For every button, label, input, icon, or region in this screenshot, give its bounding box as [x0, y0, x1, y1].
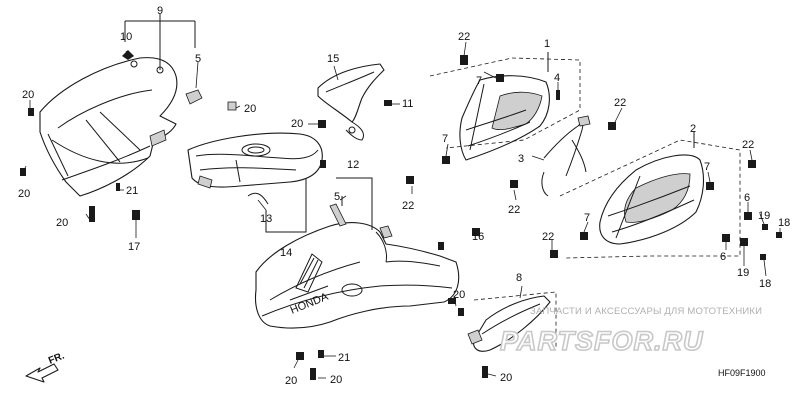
- callout-17: 17: [128, 241, 140, 253]
- callout-8: 8: [516, 272, 522, 284]
- watermark-logo: PARTSFOR.RU: [500, 326, 704, 356]
- callout-22f: 22: [542, 231, 554, 243]
- diagram-code: HF09F1900: [718, 368, 766, 378]
- callout-4: 4: [554, 72, 560, 84]
- small-lower-cover-part: [467, 295, 551, 378]
- lower-right-cover-part: [550, 154, 782, 260]
- callout-5b: 5: [334, 191, 340, 203]
- callout-19b: 19: [737, 267, 749, 279]
- front-fender-part: [20, 50, 203, 222]
- callout-3: 3: [518, 153, 524, 165]
- callout-20h: 20: [330, 374, 342, 386]
- callout-22c: 22: [402, 200, 414, 212]
- callout-1: 1: [544, 38, 550, 50]
- callout-22e: 22: [742, 139, 754, 151]
- direction-label: FR.: [47, 350, 66, 366]
- leader-lines: [23, 41, 781, 379]
- callout-20i: 20: [500, 372, 512, 384]
- callout-10: 10: [120, 31, 132, 43]
- side-cover-part: HONDA: [254, 203, 480, 380]
- callout-11: 11: [402, 98, 413, 110]
- callout-7a: 7: [476, 75, 482, 87]
- bracket-cover-part: [317, 63, 392, 141]
- callout-20b: 20: [18, 188, 30, 200]
- callout-20e: 20: [291, 118, 303, 130]
- callout-13: 13: [260, 213, 272, 225]
- callout-6a: 6: [744, 192, 750, 204]
- callout-20c: 20: [56, 217, 68, 229]
- callout-20g: 20: [285, 375, 297, 387]
- upper-right-cover-part: [406, 55, 560, 184]
- stay-bracket-part: [510, 115, 616, 197]
- callout-2: 2: [690, 123, 696, 135]
- callout-18b: 18: [759, 278, 771, 290]
- callout-21a: 21: [126, 185, 138, 197]
- front-direction-arrow-icon: FR.: [25, 350, 66, 383]
- callout-21b: 21: [338, 352, 350, 364]
- callout-20d: 20: [244, 103, 256, 115]
- tank-cover-part: [187, 101, 326, 205]
- callout-14: 14: [280, 247, 292, 259]
- callout-5a: 5: [195, 53, 201, 65]
- callout-22a: 22: [458, 31, 470, 43]
- callout-22d: 22: [508, 204, 520, 216]
- callout-7d: 7: [584, 212, 590, 224]
- callout-9: 9: [157, 5, 163, 17]
- callout-labels: 9 10 5 20 20 21 20 17 20 15 11 20 13 14 …: [18, 5, 790, 387]
- callout-16: 16: [472, 231, 484, 243]
- callout-20a: 20: [22, 89, 34, 101]
- callout-20f: 20: [453, 289, 465, 301]
- watermark-tagline: ЗАПЧАСТИ И АКСЕССУАРЫ ДЛЯ МОТОТЕХНИКИ: [530, 306, 762, 317]
- callout-6b: 6: [720, 251, 726, 263]
- callout-7c: 7: [704, 161, 710, 173]
- callout-18a: 18: [778, 217, 790, 229]
- callout-12: 12: [347, 159, 359, 171]
- callout-19a: 19: [758, 210, 770, 222]
- callout-22b: 22: [614, 97, 626, 109]
- callout-15: 15: [327, 53, 339, 65]
- callout-7b: 7: [442, 133, 448, 145]
